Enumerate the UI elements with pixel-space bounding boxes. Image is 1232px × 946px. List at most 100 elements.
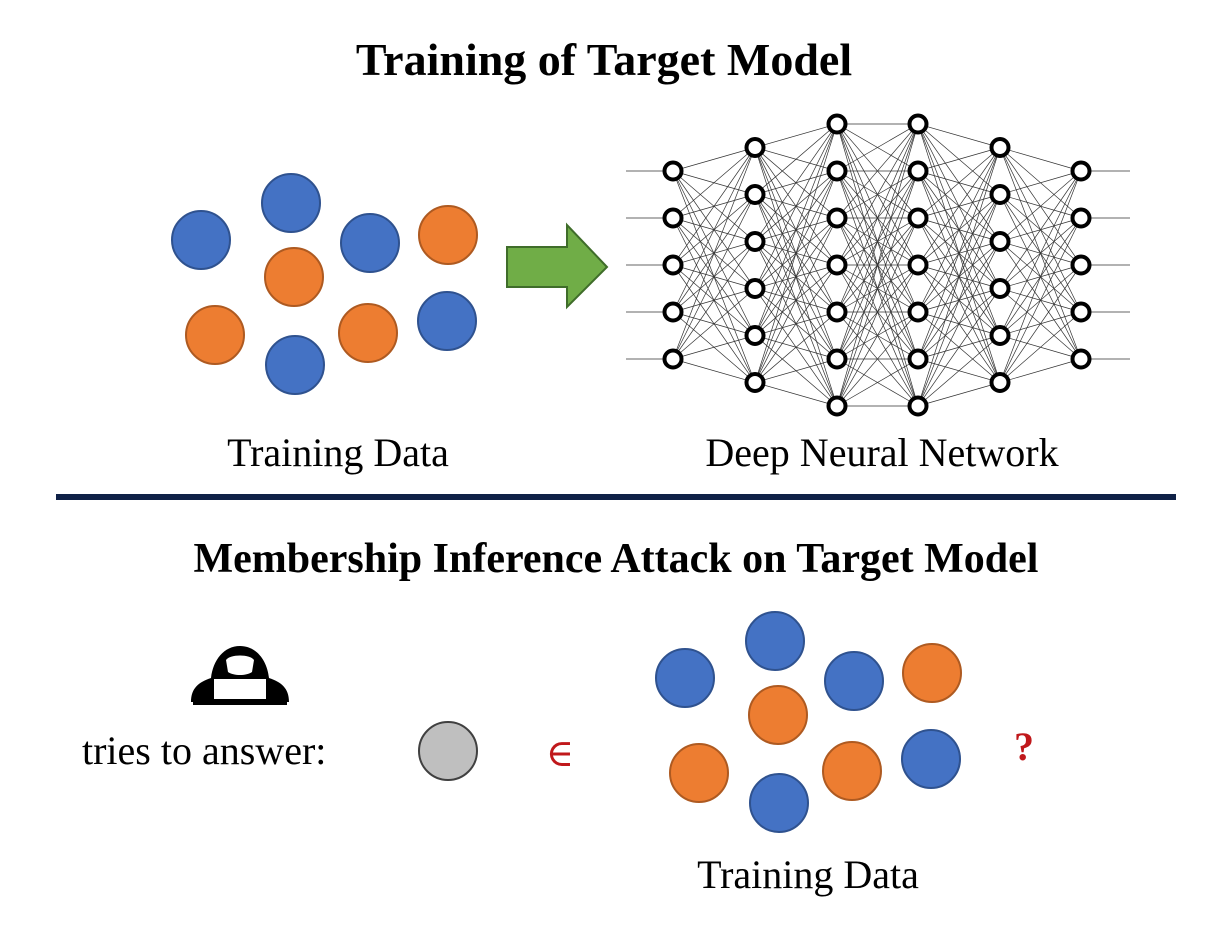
network-node	[989, 137, 1011, 158]
network-connection	[917, 147, 1001, 360]
network-connection	[917, 288, 1001, 407]
training-data-cluster-bottom	[655, 611, 962, 833]
network-connection	[917, 382, 1001, 407]
network-connection	[672, 288, 756, 360]
orange-data-point	[264, 247, 324, 307]
training-data-label-bottom: Training Data	[697, 852, 919, 897]
network-connection	[917, 194, 1001, 407]
network-connection	[754, 123, 838, 148]
network-node	[744, 137, 766, 158]
blue-data-point	[261, 173, 321, 233]
orange-data-point	[748, 685, 808, 745]
network-connection	[999, 217, 1082, 383]
blue-data-point	[417, 291, 477, 351]
network-connection	[836, 217, 919, 407]
network-connection	[999, 170, 1082, 195]
network-connection	[836, 264, 919, 407]
network-connection	[917, 335, 1001, 407]
network-node	[662, 254, 684, 276]
orange-data-point	[418, 205, 478, 265]
network-node	[989, 184, 1011, 205]
network-connection	[754, 217, 838, 383]
network-connection	[999, 170, 1082, 289]
network-node	[662, 301, 684, 323]
network-connection	[836, 123, 919, 219]
network-connection	[917, 147, 1001, 266]
orange-data-point	[338, 303, 398, 363]
blue-data-point	[745, 611, 805, 671]
blue-data-point	[171, 210, 231, 270]
network-node	[826, 395, 848, 417]
network-connection	[754, 170, 838, 383]
network-node	[826, 160, 848, 182]
network-connection	[917, 123, 1001, 148]
network-connection	[754, 358, 838, 383]
network-node	[989, 231, 1011, 252]
network-node	[907, 113, 929, 135]
element-of-symbol: ∈	[546, 733, 574, 775]
network-connection	[672, 147, 756, 172]
network-connection	[672, 358, 756, 383]
network-node	[1070, 207, 1092, 229]
network-node	[1070, 254, 1092, 276]
network-node	[907, 207, 929, 229]
network-connection	[672, 335, 756, 360]
network-connection	[672, 147, 756, 219]
network-connection	[754, 123, 838, 195]
network-connection	[999, 170, 1082, 242]
network-node	[989, 278, 1011, 299]
network-connection	[917, 241, 1001, 407]
network-node	[744, 278, 766, 299]
network-connection	[917, 147, 1001, 313]
network-connection	[836, 123, 919, 313]
blue-data-point	[749, 773, 809, 833]
network-node	[744, 325, 766, 346]
blue-data-point	[901, 729, 961, 789]
blue-data-point	[340, 213, 400, 273]
hooded-hacker-icon	[191, 646, 289, 705]
network-connection	[836, 311, 919, 407]
orange-data-point	[822, 741, 882, 801]
network-connection	[836, 170, 919, 407]
network-connection	[836, 358, 919, 407]
network-connection	[836, 123, 919, 407]
orange-data-point	[185, 305, 245, 365]
network-node	[1070, 160, 1092, 182]
orange-data-point	[902, 643, 962, 703]
network-node	[662, 160, 684, 182]
section-divider	[56, 494, 1176, 500]
blue-data-point	[265, 335, 325, 395]
network-connection	[672, 147, 756, 313]
network-node	[744, 372, 766, 393]
network-connection	[836, 123, 919, 266]
network-connection	[672, 241, 756, 360]
network-node	[662, 207, 684, 229]
network-node	[826, 348, 848, 370]
network-node	[826, 254, 848, 276]
network-connection	[917, 147, 1001, 172]
network-connection	[999, 311, 1082, 383]
bottom-title: Membership Inference Attack on Target Mo…	[194, 536, 1039, 582]
question-mark: ?	[1014, 724, 1034, 769]
network-label: Deep Neural Network	[705, 430, 1058, 475]
network-node	[662, 348, 684, 370]
network-node	[1070, 301, 1092, 323]
network-connection	[999, 170, 1082, 336]
network-connection	[999, 147, 1082, 172]
network-connection	[999, 170, 1082, 383]
network-node	[826, 113, 848, 135]
network-connection	[836, 123, 919, 360]
network-connection	[754, 123, 838, 242]
right-arrow-icon	[506, 222, 609, 310]
network-node	[989, 325, 1011, 346]
network-node	[989, 372, 1011, 393]
network-connection	[672, 194, 756, 360]
network-connection	[754, 382, 838, 407]
network-connection	[754, 123, 838, 383]
query-data-point	[418, 721, 478, 781]
network-node	[907, 348, 929, 370]
network-node	[907, 254, 929, 276]
network-connection	[917, 147, 1001, 219]
network-node	[744, 231, 766, 252]
